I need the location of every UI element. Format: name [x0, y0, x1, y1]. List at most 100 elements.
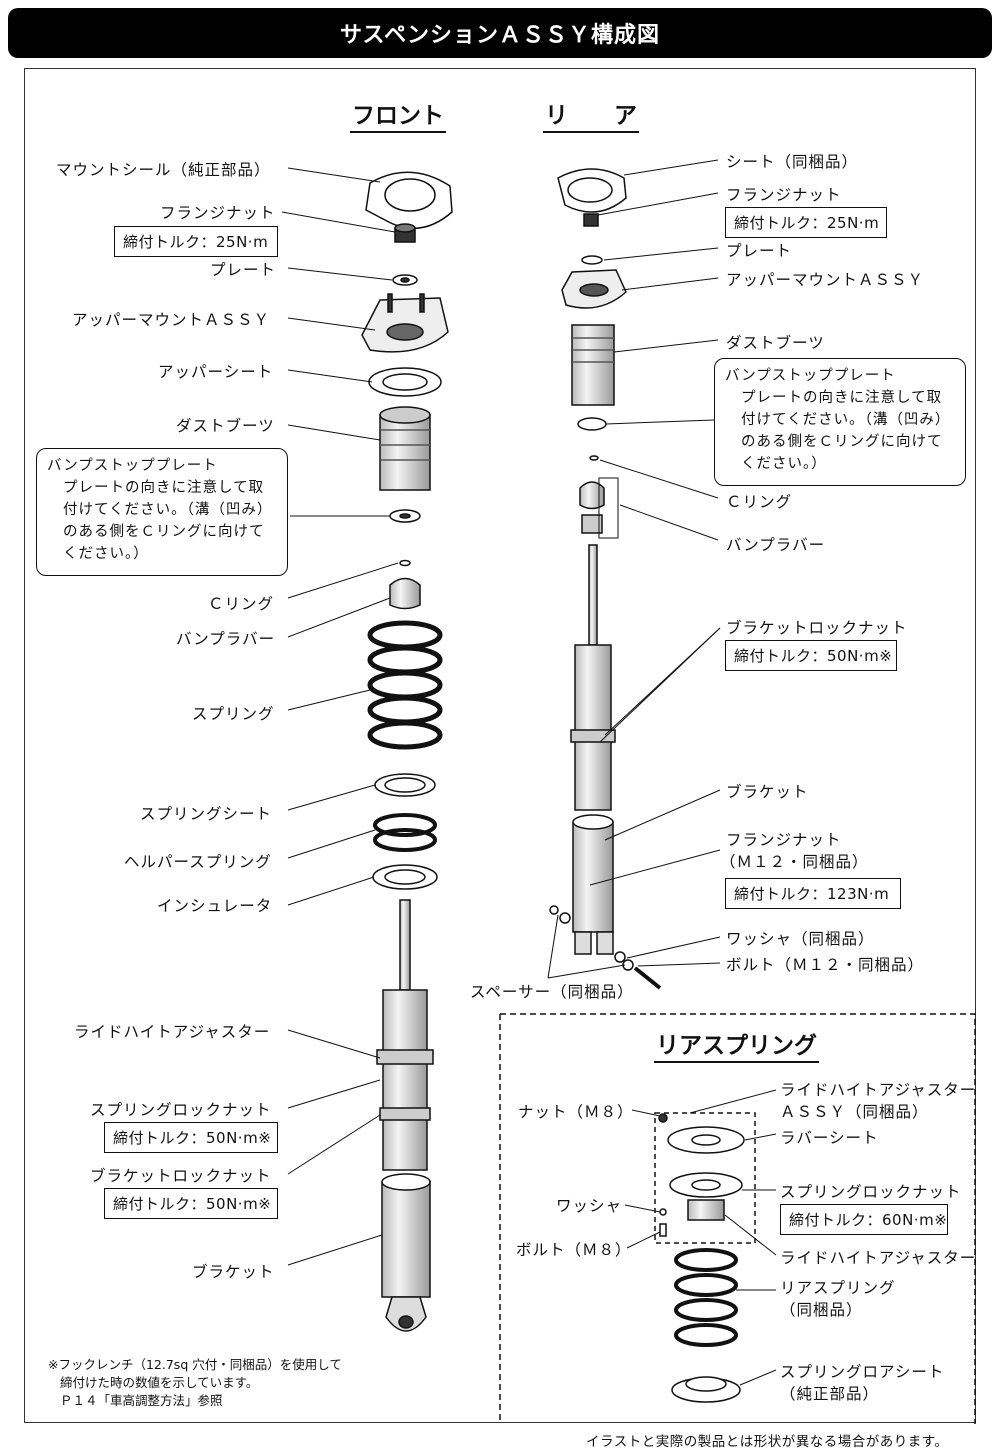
label-helper-spring: ヘルパースプリング [124, 853, 272, 871]
front-bracket [381, 1173, 431, 1332]
front-shock-body [376, 899, 434, 1171]
label-front-plate: プレート [210, 261, 277, 279]
note-line-3: Ｐ１４「車高調整方法」参照 [60, 1393, 223, 1408]
front-bump-stop-callout: バンプストッププレート プレートの向きに注意して取付けてください。（溝（凹み）の… [36, 448, 288, 576]
front-flange-nut [394, 223, 416, 243]
label-rear-seat: シート（同梱品） [726, 153, 859, 171]
label-rs-washer: ワッシャ [556, 1197, 623, 1215]
label-rear-flange-nut-m12: フランジナット [726, 831, 842, 849]
label-rear-bracket: ブラケット [726, 783, 809, 801]
rear-upper-mount [561, 269, 627, 309]
torque-note: ※フックレンチ（12.7sq 穴付・同梱品）を使用して 締付けた時の数値を示して… [48, 1356, 342, 1410]
note-line-1: ※フックレンチ（12.7sq 穴付・同梱品）を使用して [48, 1357, 342, 1372]
rear-bracket-lock-torque: 締付トルク：50N·m※ [725, 640, 897, 671]
label-rear-bracket-lock-nut: ブラケットロックナット [726, 619, 908, 637]
front-helper-spring [373, 813, 437, 852]
label-insulator: インシュレータ [157, 897, 273, 915]
front-dust-boots [379, 406, 431, 491]
label-rear-c-ring: Ｃリング [726, 493, 793, 511]
label-spring-seat: スプリングシート [140, 805, 273, 823]
rear-spring-rubber-seat [667, 1126, 745, 1154]
front-spring-lock-torque: 締付トルク：50N·m※ [104, 1122, 278, 1153]
rear-bump-stop-callout: バンプストッププレート プレートの向きに注意して取付けてください。（溝（凹み）の… [714, 358, 966, 486]
front-upper-mount [361, 293, 449, 353]
rear-spring-lower-seat [671, 1376, 741, 1403]
label-ride-height-assy: ライドハイトアジャスター [780, 1081, 977, 1099]
rear-spring-bolt [659, 1223, 667, 1237]
rear-flange-nut [583, 213, 599, 227]
label-rear-flange-nut: フランジナット [726, 186, 842, 204]
label-front-upper-mount: アッパーマウントＡＳＳＹ [72, 311, 271, 329]
label-bolt-m8: ボルト（Ｍ８） [516, 1241, 632, 1259]
rs-spring-lock-torque: 締付トルク：60N·m※ [780, 1204, 948, 1235]
rear-plate [581, 255, 603, 265]
front-insulator [372, 864, 438, 890]
label-ride-height-assy-sub: ＡＳＳＹ（同梱品） [780, 1103, 929, 1121]
label-front-spring: スプリング [192, 705, 275, 723]
section-front: フロント [350, 96, 446, 133]
front-mount-seal [365, 171, 453, 230]
rear-shock-body [570, 544, 616, 811]
diagram-frame [24, 68, 976, 1423]
label-lower-seat-sub: （純正部品） [780, 1385, 880, 1403]
label-front-spring-lock-nut: スプリングロックナット [90, 1101, 272, 1119]
footer-disclaimer: イラストと実際の製品とは形状が異なる場合があります。 [586, 1434, 949, 1450]
leader-lines [281, 159, 777, 1386]
rear-c-ring [589, 455, 599, 461]
label-rear-bump-rubber: バンプラバー [726, 536, 826, 554]
label-front-bump-rubber: バンプラバー [176, 630, 276, 648]
label-front-bracket: ブラケット [192, 1263, 275, 1281]
front-upper-seat [368, 367, 442, 397]
label-rs-ride-height: ライドハイトアジャスター [780, 1249, 977, 1267]
rear-bump-rubber [579, 481, 605, 510]
rear-spring-nut [658, 1113, 668, 1123]
rear-bump-stop-title: バンプストッププレート [725, 368, 896, 384]
label-rubber-seat: ラバーシート [780, 1129, 879, 1147]
rear-bracket [572, 814, 614, 955]
label-rear-washer: ワッシャ（同梱品） [726, 930, 875, 948]
label-rear-flange-nut-m12-sub: （Ｍ１２・同梱品） [720, 853, 869, 871]
label-front-ride-height: ライドハイトアジャスター [74, 1023, 271, 1041]
label-front-bracket-lock-nut: ブラケットロックナット [90, 1167, 272, 1185]
front-bracket-lock-torque: 締付トルク：50N·m※ [104, 1188, 278, 1219]
label-rear-plate: プレート [726, 242, 793, 260]
label-rs-spring-lock-nut: スプリングロックナット [780, 1183, 962, 1201]
label-rear-spring-sub: （同梱品） [780, 1301, 863, 1319]
label-lower-seat: スプリングロアシート [780, 1363, 945, 1381]
rear-spring-washer [659, 1208, 667, 1216]
rear-flange-torque: 締付トルク：25N·m [725, 207, 887, 238]
label-mount-seal: マウントシール（純正部品） [56, 161, 271, 179]
label-rear-spacer: スペーサー（同梱品） [470, 983, 634, 1001]
page-title: サスペンションＡＳＳＹ構成図 [8, 8, 992, 58]
label-rear-spring: リアスプリング [780, 1279, 896, 1297]
note-line-2: 締付けた時の数値を示しています。 [60, 1375, 259, 1390]
label-front-c-ring: Ｃリング [208, 595, 275, 613]
rear-bump-stop-body: プレートの向きに注意して取付けてください。（溝（凹み）のある側をＣリングに向けて… [741, 390, 951, 472]
front-bump-plate [389, 509, 421, 523]
rear-bump-rubber-2 [581, 514, 603, 534]
front-spring-seat [374, 773, 436, 797]
front-bump-rubber [389, 577, 421, 610]
rear-seat [557, 168, 627, 213]
front-bump-stop-title: バンプストッププレート [47, 458, 218, 474]
rear-flange-m12-torque: 締付トルク：123N·m [725, 878, 901, 909]
label-front-dust-boots: ダストブーツ [176, 417, 275, 435]
front-spring [367, 620, 443, 750]
rear-bump-plate [577, 417, 607, 431]
label-nut-m8: ナット（Ｍ８） [518, 1103, 634, 1121]
front-c-ring [399, 559, 411, 567]
front-bump-stop-body: プレートの向きに注意して取付けてください。（溝（凹み）のある側をＣリングに向けて… [63, 480, 273, 562]
section-rear: リ ア [543, 96, 639, 133]
section-rear-spring: リアスプリング [654, 1026, 819, 1063]
front-flange-torque: 締付トルク：25N·m [114, 226, 278, 257]
label-rear-dust-boots: ダストブーツ [726, 334, 825, 352]
label-rear-bolt: ボルト（Ｍ１２・同梱品） [726, 956, 925, 974]
front-plate [392, 274, 418, 286]
rear-spring-ride-height [669, 1172, 743, 1221]
rear-spring-coil [674, 1248, 738, 1347]
rear-dust-boots [571, 324, 615, 406]
label-front-flange-nut: フランジナット [160, 204, 276, 222]
label-rear-upper-mount: アッパーマウントＡＳＳＹ [726, 271, 925, 289]
label-upper-seat: アッパーシート [158, 363, 274, 381]
